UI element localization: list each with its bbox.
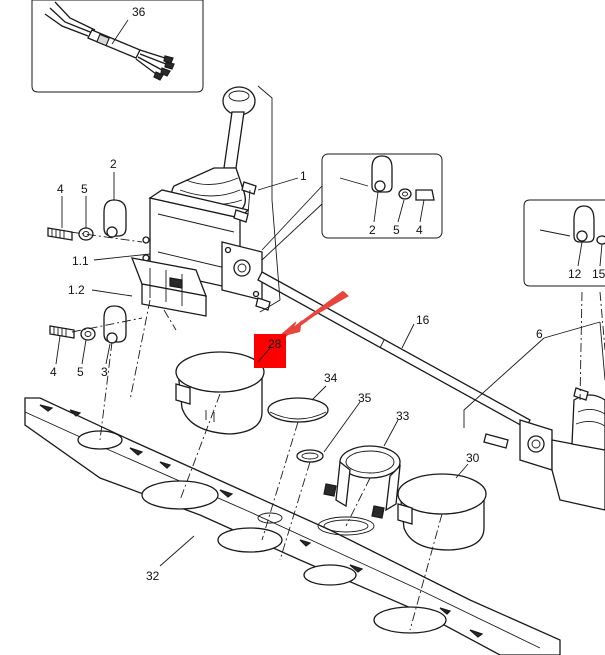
highlight-box-28[interactable] — [254, 334, 286, 368]
label-12[interactable]: 12 — [568, 267, 582, 281]
callout-28-arrow — [281, 290, 349, 338]
label-34[interactable]: 34 — [324, 371, 338, 385]
label-4-lower[interactable]: 4 — [50, 365, 57, 379]
label-36[interactable]: 36 — [132, 5, 146, 19]
joystick-left — [130, 86, 271, 317]
clamp-2-upper — [47, 199, 127, 241]
oring-35 — [296, 449, 324, 463]
guide-lines — [69, 85, 605, 631]
detail-box-harness — [31, 0, 204, 93]
label-33[interactable]: 33 — [396, 409, 410, 423]
clamp-3-lower — [49, 305, 127, 344]
leader-lines — [55, 19, 605, 567]
detail-box-clamp — [321, 153, 443, 239]
panel-plate — [24, 397, 561, 655]
label-2-box[interactable]: 2 — [369, 223, 376, 237]
label-1[interactable]: 1 — [300, 169, 307, 183]
gauge-28 — [175, 351, 265, 435]
label-1-1[interactable]: 1.1 — [72, 254, 89, 268]
label-32[interactable]: 32 — [146, 569, 160, 583]
bracket-33 — [317, 445, 401, 536]
label-4-box[interactable]: 4 — [416, 223, 423, 237]
label-6[interactable]: 6 — [536, 327, 543, 341]
label-5-lower[interactable]: 5 — [77, 365, 84, 379]
label-5-box[interactable]: 5 — [393, 223, 400, 237]
label-35[interactable]: 35 — [358, 391, 372, 405]
label-1-2[interactable]: 1.2 — [68, 283, 85, 297]
cap-34 — [267, 397, 329, 423]
label-3[interactable]: 3 — [101, 365, 108, 379]
label-15[interactable]: 15 — [592, 267, 605, 281]
joystick-right — [483, 387, 605, 511]
label-30[interactable]: 30 — [466, 451, 480, 465]
label-5-upper[interactable]: 5 — [81, 182, 88, 196]
label-4-upper[interactable]: 4 — [57, 182, 64, 196]
label-2-upper[interactable]: 2 — [110, 157, 117, 171]
label-16[interactable]: 16 — [416, 313, 430, 327]
label-28[interactable]: 28 — [268, 337, 282, 351]
gauge-30 — [397, 473, 487, 551]
detail-box-right — [523, 199, 605, 287]
